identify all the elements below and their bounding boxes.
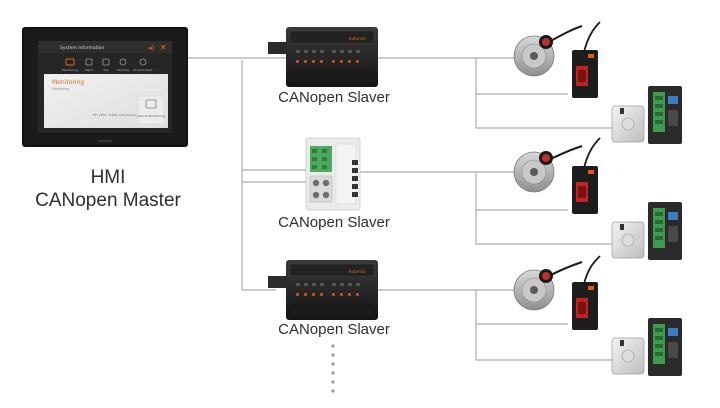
hmi-label-line-2: CANopen Master [35, 190, 181, 211]
device-group-3 [513, 255, 682, 376]
stepper-motor-2 [611, 221, 645, 259]
hmi-tab-label-5: Environment [133, 68, 153, 72]
hmi-tab-label-1: Monitoring [62, 68, 78, 72]
slave-2-label: CANopen Slaver [278, 214, 390, 231]
line-slave-2-devices [360, 171, 620, 245]
continuation-dots [331, 344, 335, 393]
hmi-tab-bar: Monitoring Alarm File Security Environme… [62, 58, 153, 72]
hmi-tab-label-4: Security [117, 68, 130, 72]
slave-1-io-module: Autonics [268, 27, 378, 87]
hmi-brand: Autonics [97, 139, 112, 143]
hmi-tab-file-icon [102, 58, 110, 66]
photo-sensor-2 [572, 137, 601, 214]
stepper-motor-1 [611, 105, 645, 143]
slave-1-brand: Autonics [349, 36, 366, 41]
slave-2-din-module [305, 137, 361, 211]
motor-driver-1 [648, 86, 682, 144]
motor-driver-3 [648, 318, 682, 376]
hmi-tab-monitoring-icon [65, 58, 75, 66]
hmi-screen-title: System Information [60, 45, 104, 51]
hmi-tab-alarm-icon [85, 58, 93, 66]
bus-lines [186, 57, 620, 361]
hmi-monitor-icon [145, 99, 157, 109]
device-group-2 [513, 137, 682, 260]
hmi-card-action: Device Monitoring [137, 114, 164, 118]
hmi-label-line-1: HMI [90, 167, 126, 188]
slave-3-io-module: Autonics [268, 260, 378, 320]
hmi-label: HMI CANopen Master [18, 166, 198, 212]
slave-1-label: CANopen Slaver [278, 89, 390, 106]
hmi-card-subtitle: Monitoring [52, 87, 69, 91]
rotary-encoder-2 [513, 145, 583, 193]
hmi-tab-security-icon [119, 58, 127, 66]
hmi-tab-label-2: Alarm [85, 68, 94, 72]
hmi-volume-icon: ◂) [148, 44, 155, 52]
motor-driver-2 [648, 202, 682, 260]
slave-3-label: CANopen Slaver [278, 321, 390, 338]
line-slave-1-devices [378, 57, 620, 129]
hmi-close-icon: ✕ [160, 43, 167, 52]
rotary-encoder-1 [513, 25, 583, 77]
hmi-device: System Information ◂) ✕ Monitoring Alarm… [22, 27, 188, 147]
slave-3-brand: Autonics [349, 269, 366, 274]
device-group-1 [513, 21, 682, 144]
photo-sensor-1 [572, 21, 601, 98]
rotary-encoder-3 [513, 261, 583, 311]
hmi-card-title: Monitoring [52, 79, 84, 86]
line-slave-3-devices [378, 289, 620, 361]
hmi-tab-label-3: File [103, 68, 108, 72]
photo-sensor-3 [572, 255, 601, 330]
stepper-motor-3 [611, 337, 645, 375]
hmi-card-detail: HF: 2HST, THOR, Information [93, 113, 136, 117]
hmi-tab-environment-icon [139, 58, 147, 66]
